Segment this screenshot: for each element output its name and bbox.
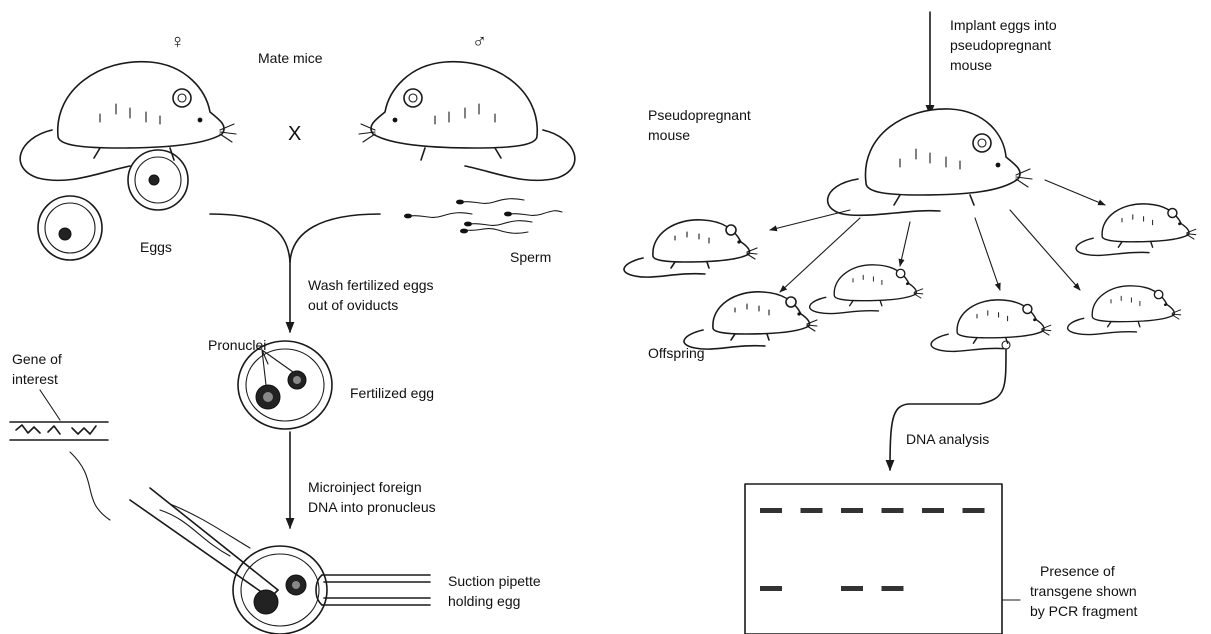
fertilization-connector: [210, 214, 380, 332]
fertilized-egg-icon: [238, 341, 332, 429]
pseudopregnant-mouse-icon: [828, 109, 1032, 215]
gene-label-line1: Gene of: [12, 351, 62, 367]
offspring-mouse-1-icon: [624, 220, 757, 277]
offspring-arrows: [770, 180, 1105, 292]
microinject-label-line1: Microinject foreign: [308, 479, 422, 495]
sperm-label: Sperm: [510, 249, 551, 265]
cross-symbol: X: [288, 123, 301, 145]
offspring-label: Offspring: [648, 345, 705, 361]
pcr-gel: [745, 484, 1002, 634]
left-panel: ♀ ♂ Mate mice X Eggs: [10, 31, 575, 634]
gel-band-top-lane-6: [963, 508, 985, 513]
female-mouse-icon: [20, 62, 236, 181]
mate-mice-label: Mate mice: [258, 50, 323, 66]
pronuclei-label: Pronuclei: [208, 337, 266, 353]
injected-egg-icon: [233, 546, 327, 634]
gel-band-top-lane-2: [801, 508, 823, 513]
injection-needle-icon: [70, 452, 278, 598]
dna-analysis-connector: [890, 341, 1010, 470]
gel-band-top-lane-4: [882, 508, 904, 513]
offspring-mouse-3-icon: [810, 265, 923, 314]
wash-label-line1: Wash fertilized eggs: [308, 277, 434, 293]
pseudopregnant-label-line1: Pseudopregnant: [648, 107, 751, 123]
fertilized-egg-label: Fertilized egg: [350, 385, 434, 401]
gene-label-line2: interest: [12, 371, 58, 387]
implant-label-line1: Implant eggs into: [950, 17, 1057, 33]
presence-label-line3: by PCR fragment: [1030, 603, 1137, 619]
gel-band-transgene-lane-4: [882, 586, 904, 591]
pseudopregnant-label-line2: mouse: [648, 127, 690, 143]
suction-pipette-icon: [316, 575, 430, 605]
gel-band-top-lane-3: [841, 508, 863, 513]
presence-label-line2: transgene shown: [1030, 583, 1137, 599]
gel-band-transgene-lane-1: [760, 586, 782, 591]
suction-label-line2: holding egg: [448, 593, 520, 609]
male-mouse-icon: [359, 62, 575, 181]
offspring-mouse-5-icon: [1068, 286, 1181, 335]
suction-label-line1: Suction pipette: [448, 573, 541, 589]
offspring-mouse-6-icon: [1076, 204, 1196, 256]
presence-label-line1: Presence of: [1040, 563, 1115, 579]
offspring-mouse-4-icon: [931, 300, 1051, 352]
male-symbol: ♂: [472, 31, 487, 53]
female-symbol: ♀: [170, 31, 185, 53]
gel-frame: [745, 484, 1002, 634]
gel-band-top-lane-5: [922, 508, 944, 513]
implant-label-line3: mouse: [950, 57, 992, 73]
microinject-label-line2: DNA into pronucleus: [308, 499, 436, 515]
right-panel: Implant eggs into pseudopregnant mouse P…: [624, 12, 1196, 634]
wash-label-line2: out of oviducts: [308, 297, 398, 313]
offspring-mouse-2-icon: [684, 292, 817, 349]
implant-label-line2: pseudopregnant: [950, 37, 1051, 53]
gel-band-transgene-lane-3: [841, 586, 863, 591]
gel-band-top-lane-1: [760, 508, 782, 513]
sperm-icon: [404, 199, 562, 234]
dna-strand-icon: [10, 390, 108, 440]
eggs-label: Eggs: [140, 239, 172, 255]
dna-analysis-label: DNA analysis: [906, 431, 989, 447]
